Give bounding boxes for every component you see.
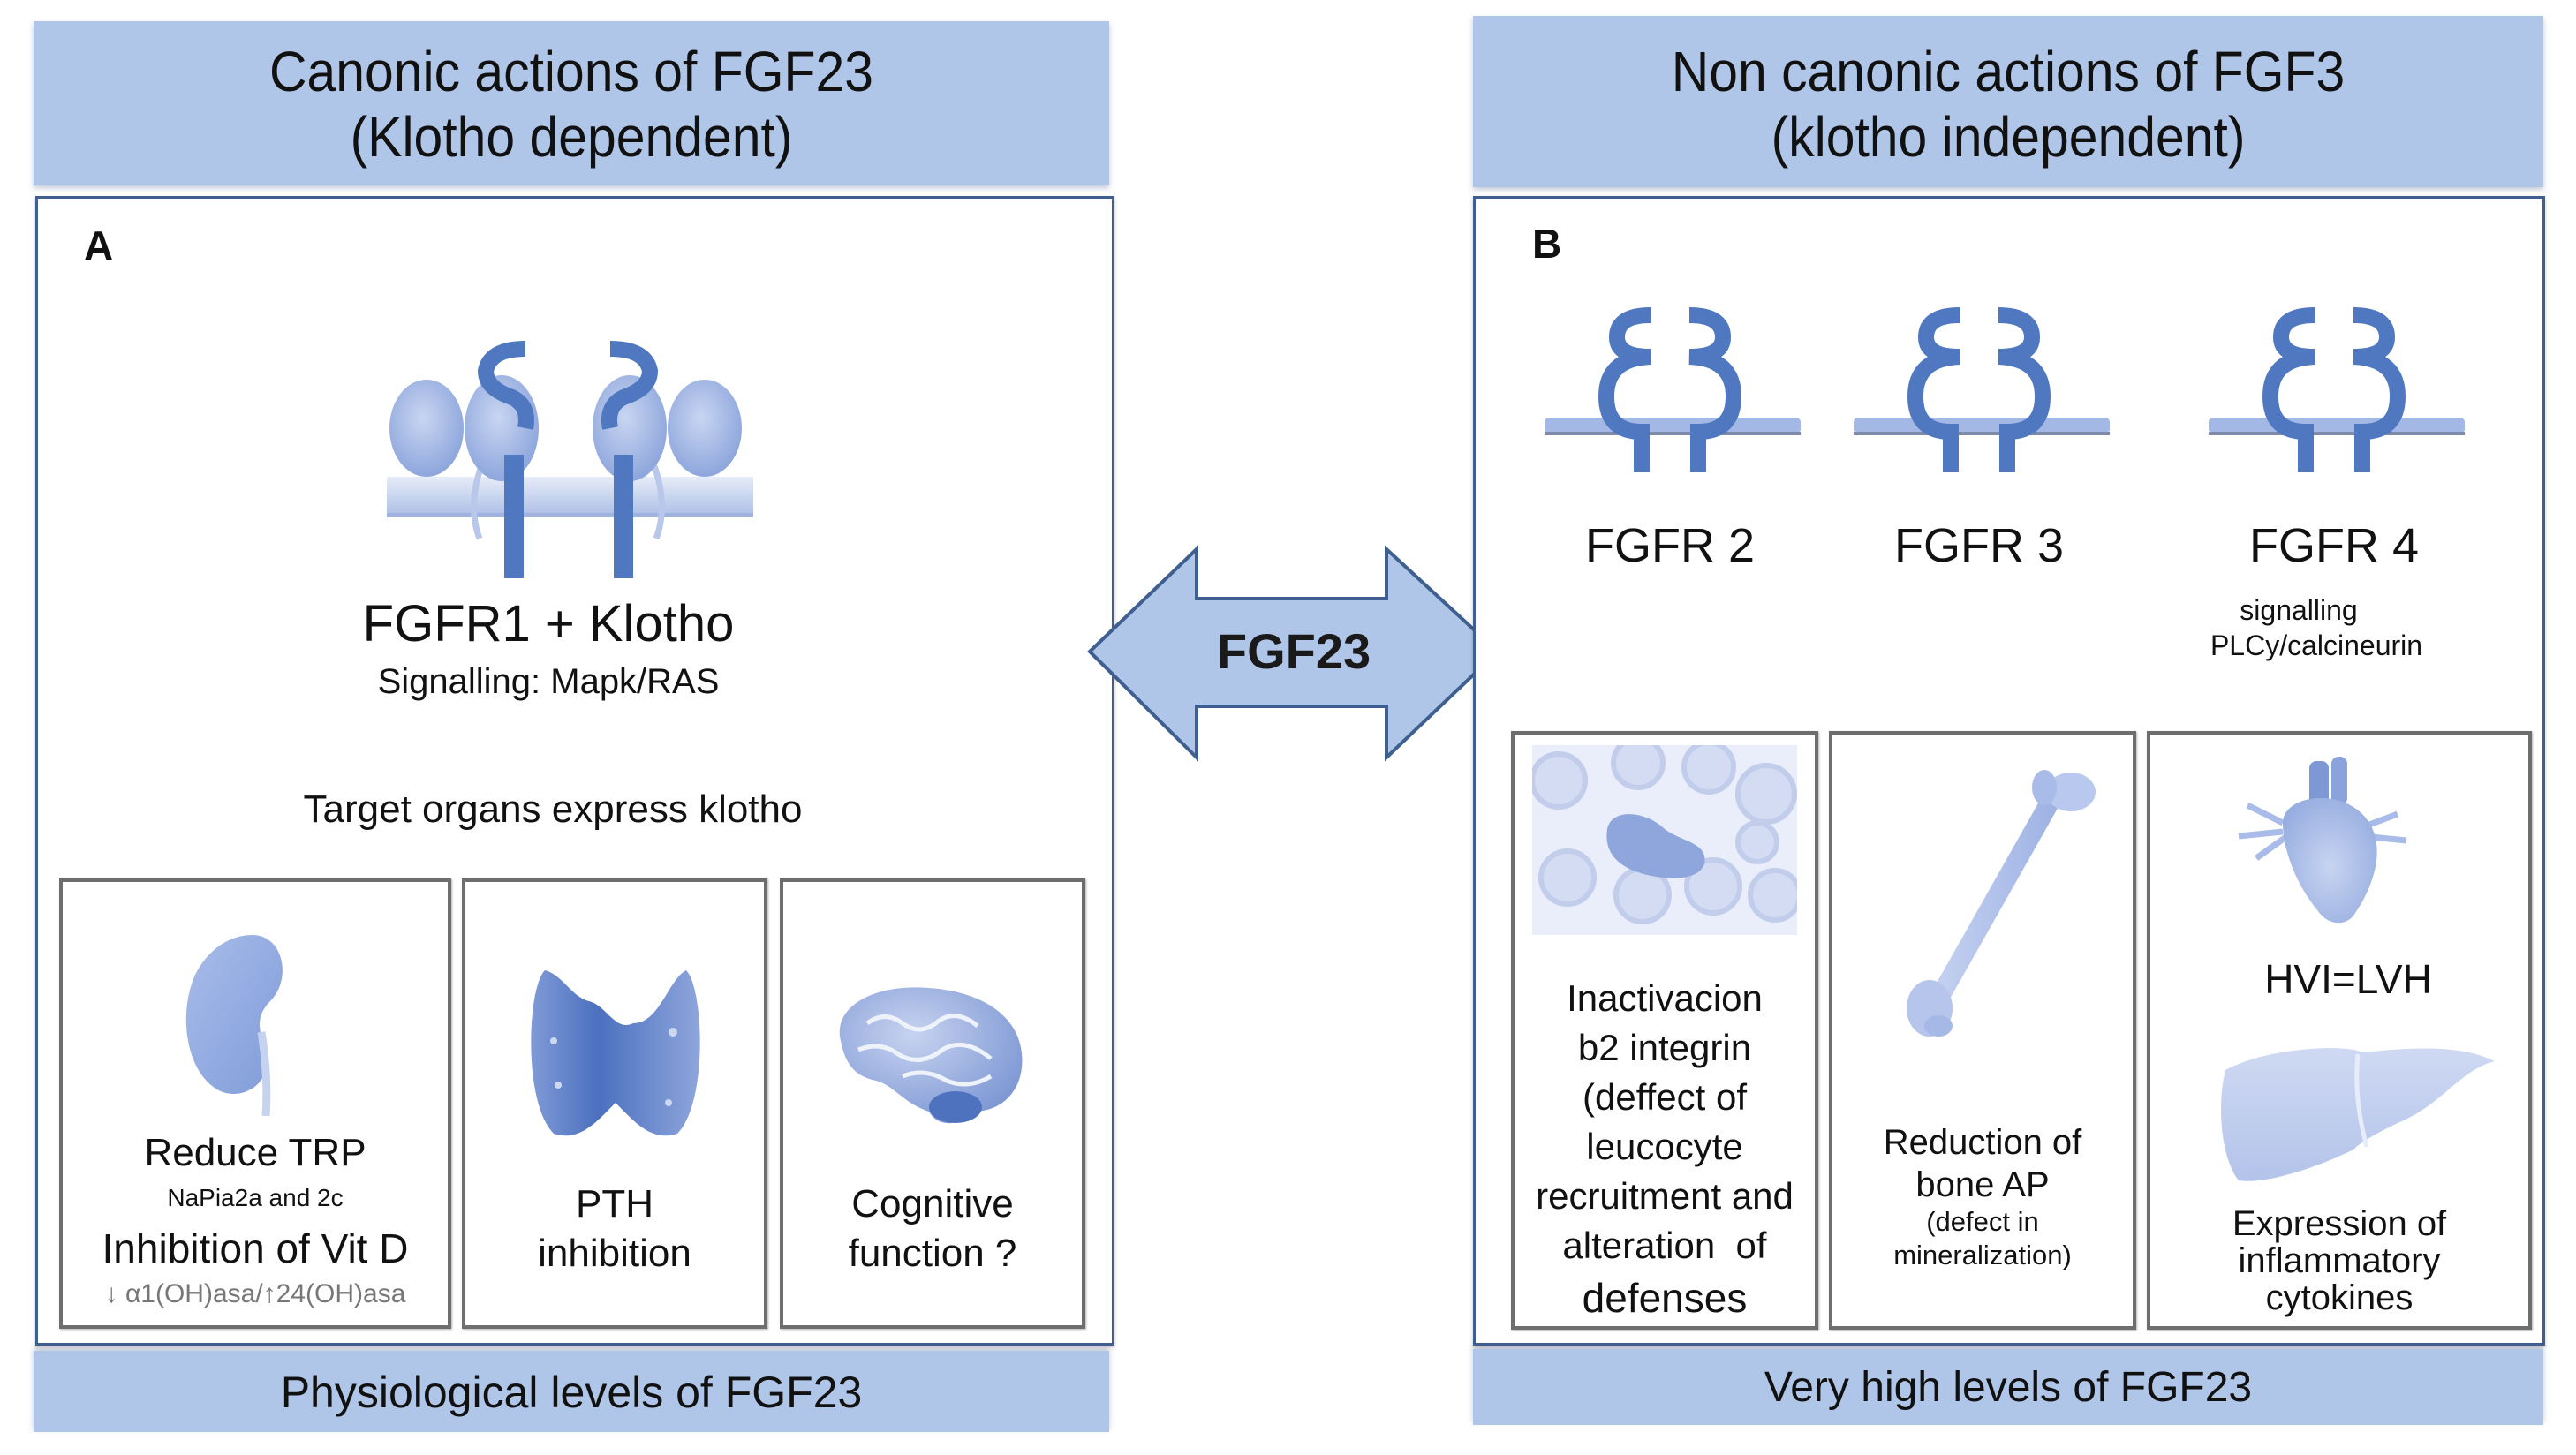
panel-b: B FGFR 2 FGFR 3 FGFR 4 signalling PLCy/c… bbox=[1473, 196, 2545, 1346]
left-header-title-line1: Canonic actions of FGF23 bbox=[269, 40, 873, 103]
cognitive-text: Cognitive bbox=[851, 1182, 1014, 1225]
fgfr4-signalling-line1: signalling bbox=[2240, 594, 2358, 626]
reduce-trp-text: Reduce TRP bbox=[144, 1131, 366, 1174]
leucocyte-icon bbox=[1532, 745, 1797, 935]
double-arrow-icon: FGF23 bbox=[1086, 539, 1501, 768]
panel-b-letter: B bbox=[1532, 221, 1562, 267]
cytokines-line-2: inflammatory bbox=[2238, 1241, 2441, 1280]
panel-a-letter: A bbox=[84, 222, 114, 268]
bone-sub-line1: (defect in bbox=[1926, 1206, 2039, 1237]
heart-icon bbox=[2221, 752, 2424, 929]
fgfr-receptor-icon bbox=[2209, 307, 2465, 472]
kidney-icon bbox=[169, 926, 292, 1120]
right-footer: Very high levels of FGF23 bbox=[1473, 1349, 2543, 1425]
bone-sub-line2: mineralization) bbox=[1893, 1240, 2072, 1270]
fgfr-receptor-icon bbox=[1545, 307, 1801, 472]
napi-text: NaPia2a and 2c bbox=[167, 1184, 344, 1211]
receptor-fgfr3: FGFR 3 bbox=[1847, 296, 2111, 702]
card-parathyroid: PTH inhibition bbox=[462, 878, 767, 1329]
hvi-lvh-label: HVI=LVH bbox=[2264, 956, 2432, 1002]
signalling-mapk-ras: Signalling: Mapk/RAS bbox=[377, 662, 720, 701]
left-header-title-line2: (Klotho dependent) bbox=[350, 105, 793, 169]
fgfr-receptor-icon bbox=[1854, 307, 2110, 472]
card-brain: Cognitive function ? bbox=[780, 878, 1085, 1329]
bone-title-line2: bone AP bbox=[1915, 1165, 2050, 1204]
receptor-label-fgfr3: FGFR 3 bbox=[1893, 519, 2064, 572]
receptor-label-fgfr1-klotho: FGFR1 + Klotho bbox=[362, 595, 735, 652]
receptor-label-fgfr4: FGFR 4 bbox=[2248, 519, 2419, 572]
card-leucocyte: Inactivacion b2 integrin (deffect of leu… bbox=[1511, 731, 1818, 1330]
right-header-title-line2: (klotho independent) bbox=[1771, 105, 2246, 169]
bone-title-line1: Reduction of bbox=[1883, 1123, 2082, 1162]
leucocyte-line-2: b2 integrin bbox=[1577, 1027, 1752, 1068]
receptor-fgfr2: FGFR 2 bbox=[1537, 296, 1802, 702]
leucocyte-line-1: Inactivacion bbox=[1567, 977, 1763, 1019]
bone-icon bbox=[1868, 761, 2115, 1044]
pth-text: PTH bbox=[576, 1182, 653, 1225]
leucocyte-line-4: leucocyte bbox=[1586, 1126, 1743, 1167]
receptor-fgfr4: FGFR 4 signalling PLCy/calcineurin bbox=[2202, 296, 2466, 702]
left-footer-text: Physiological levels of FGF23 bbox=[280, 1368, 863, 1417]
leucocyte-line-5: recruitment and bbox=[1536, 1175, 1794, 1217]
right-header-title-line1: Non canonic actions of FGF3 bbox=[1671, 40, 2346, 103]
receptor-label-fgfr2: FGFR 2 bbox=[1584, 519, 1755, 572]
left-header: Canonic actions of FGF23 (Klotho depende… bbox=[34, 21, 1109, 185]
card-kidney: Reduce TRP NaPia2a and 2c Inhibition of … bbox=[59, 878, 451, 1329]
brain-icon bbox=[823, 979, 1035, 1129]
inhibition-text: inhibition bbox=[538, 1232, 691, 1275]
arrow-label-fgf23: FGF23 bbox=[1216, 623, 1371, 679]
hydroxylase-text: ↓ α1(OH)asa/↑24(OH)asa bbox=[104, 1279, 406, 1308]
left-footer: Physiological levels of FGF23 bbox=[34, 1351, 1109, 1432]
function-text: function ? bbox=[848, 1232, 1017, 1275]
liver-icon bbox=[2212, 1035, 2504, 1185]
fgfr4-signalling-line2: PLCy/calcineurin bbox=[2210, 629, 2423, 661]
panel-a: A bbox=[35, 196, 1114, 1346]
right-header: Non canonic actions of FGF3 (klotho inde… bbox=[1473, 16, 2543, 187]
card-heart-liver: HVI=LVH Expression of inflammatory cytok… bbox=[2147, 731, 2532, 1330]
leucocyte-line-6: alteration of bbox=[1562, 1225, 1767, 1266]
parathyroid-icon bbox=[518, 953, 713, 1147]
vit-d-inhibition-text: Inhibition of Vit D bbox=[102, 1225, 409, 1271]
card-bone: Reduction of bone AP (defect in minerali… bbox=[1829, 731, 2136, 1330]
cytokines-line-1: Expression of bbox=[2232, 1204, 2447, 1243]
right-footer-text: Very high levels of FGF23 bbox=[1764, 1364, 2253, 1411]
fgfr1-klotho-receptor-icon bbox=[356, 313, 780, 578]
cytokines-line-3: cytokines bbox=[2265, 1278, 2414, 1317]
leucocyte-line-3: (deffect of bbox=[1582, 1076, 1747, 1118]
target-organs-text: Target organs express klotho bbox=[303, 788, 803, 831]
leucocyte-line-7: defenses bbox=[1582, 1275, 1748, 1321]
